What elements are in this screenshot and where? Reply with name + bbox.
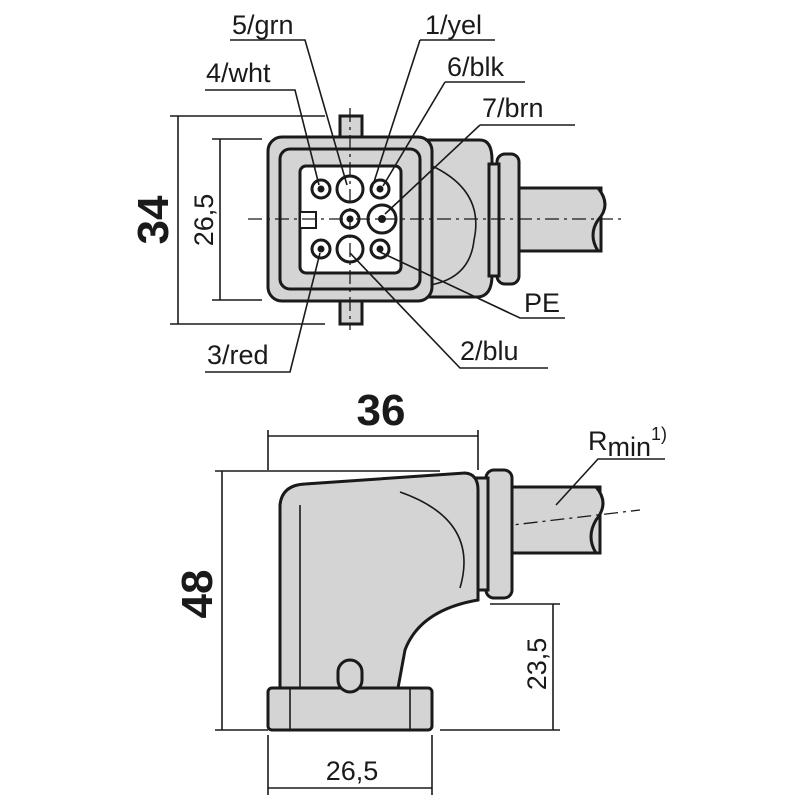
side-nut — [484, 468, 514, 600]
leader-pin6 — [382, 81, 525, 187]
leader-rmin — [555, 458, 665, 506]
rmin-r: R — [588, 426, 608, 456]
side-body — [278, 471, 480, 690]
pin-7-contact — [369, 238, 391, 260]
pin-4-contact — [310, 178, 332, 200]
front-cable-break — [591, 187, 607, 252]
label-pin5: 5/grn — [232, 10, 294, 40]
front-cable — [517, 186, 603, 253]
dim-235-value: 23,5 — [522, 638, 552, 691]
dim-34-value: 34 — [129, 195, 178, 244]
rmin-sub: min — [608, 432, 652, 462]
front-view — [170, 39, 625, 373]
side-view — [215, 430, 665, 795]
leader-pin2 — [349, 252, 548, 369]
hood-curve — [429, 164, 477, 286]
coding-slot — [299, 211, 317, 229]
leader-pin7 — [384, 124, 575, 215]
leader-pin1 — [371, 39, 495, 189]
label-pe: PE — [524, 288, 560, 318]
leader-pin5 — [230, 39, 348, 186]
label-pin6: 6/blk — [447, 52, 505, 82]
rmin-label: Rmin1) — [588, 424, 667, 462]
side-body-arc — [399, 491, 465, 589]
dim-base-value: 26,5 — [326, 756, 379, 786]
leader-pin4 — [205, 89, 320, 186]
front-nut-washer — [487, 162, 501, 278]
label-pin7: 7/brn — [482, 93, 544, 123]
dim-48-value: 48 — [173, 570, 222, 619]
label-pin1: 1/yel — [425, 10, 482, 40]
pin-3-contact — [310, 238, 332, 260]
dim-265-front-value: 26,5 — [189, 194, 219, 247]
label-pin4: 4/wht — [206, 58, 271, 88]
side-screw — [336, 658, 364, 694]
leader-pin3 — [205, 252, 321, 373]
label-pin3: 3/red — [207, 340, 269, 370]
side-cable-break — [589, 486, 605, 554]
label-pin2: 2/blu — [460, 336, 519, 366]
dim-36-value: 36 — [357, 386, 406, 435]
leader-pe — [379, 251, 565, 319]
rmin-sup: 1) — [651, 424, 667, 444]
side-base-flange — [266, 686, 434, 732]
